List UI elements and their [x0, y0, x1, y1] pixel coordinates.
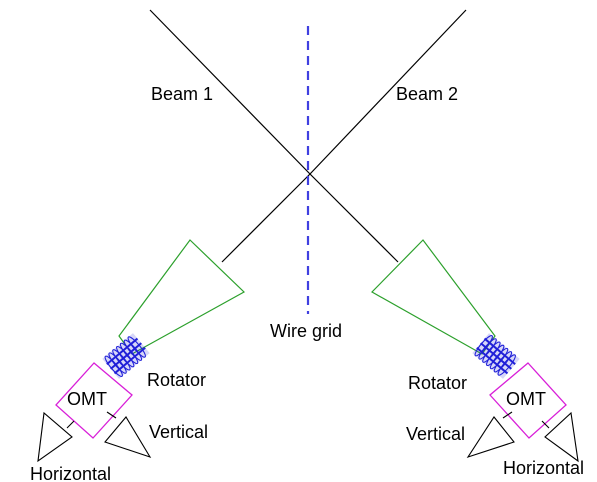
- wire-grid-label: Wire grid: [270, 321, 342, 341]
- left-rotator-coils: [104, 336, 146, 377]
- right-feed-horn: [371, 239, 496, 355]
- right-feed-assembly: [371, 239, 579, 463]
- beam-1-lower-line: [221, 173, 311, 263]
- vertical-left-label: Vertical: [149, 422, 208, 442]
- left-vertical-horn: [104, 416, 152, 458]
- right-rotator-coils: [474, 335, 516, 376]
- omt-right-label: OMT: [506, 389, 546, 409]
- beam-2-label: Beam 2: [396, 84, 458, 104]
- right-omt-box: [489, 362, 567, 439]
- vertical-right-label: Vertical: [406, 424, 465, 444]
- horizontal-right-label: Horizontal: [503, 458, 584, 478]
- beam-2-line: [309, 9, 467, 175]
- beam-1-label: Beam 1: [151, 84, 213, 104]
- left-rotator: [102, 333, 150, 379]
- horizontal-left-label: Horizontal: [30, 464, 111, 482]
- beam-1-line: [149, 9, 311, 175]
- left-omt-box: [55, 362, 133, 439]
- right-vertical-horn: [466, 416, 515, 459]
- left-horizontal-horn: [37, 411, 73, 463]
- left-feed-horn: [118, 239, 246, 355]
- right-horizontal-horn: [544, 411, 579, 463]
- beam-2-lower-line: [309, 173, 399, 263]
- rotator-right-label: Rotator: [408, 373, 467, 393]
- right-rotator: [472, 333, 520, 379]
- rotator-left-label: Rotator: [147, 370, 206, 390]
- omt-left-label: OMT: [67, 389, 107, 409]
- left-feed-assembly: [37, 239, 246, 463]
